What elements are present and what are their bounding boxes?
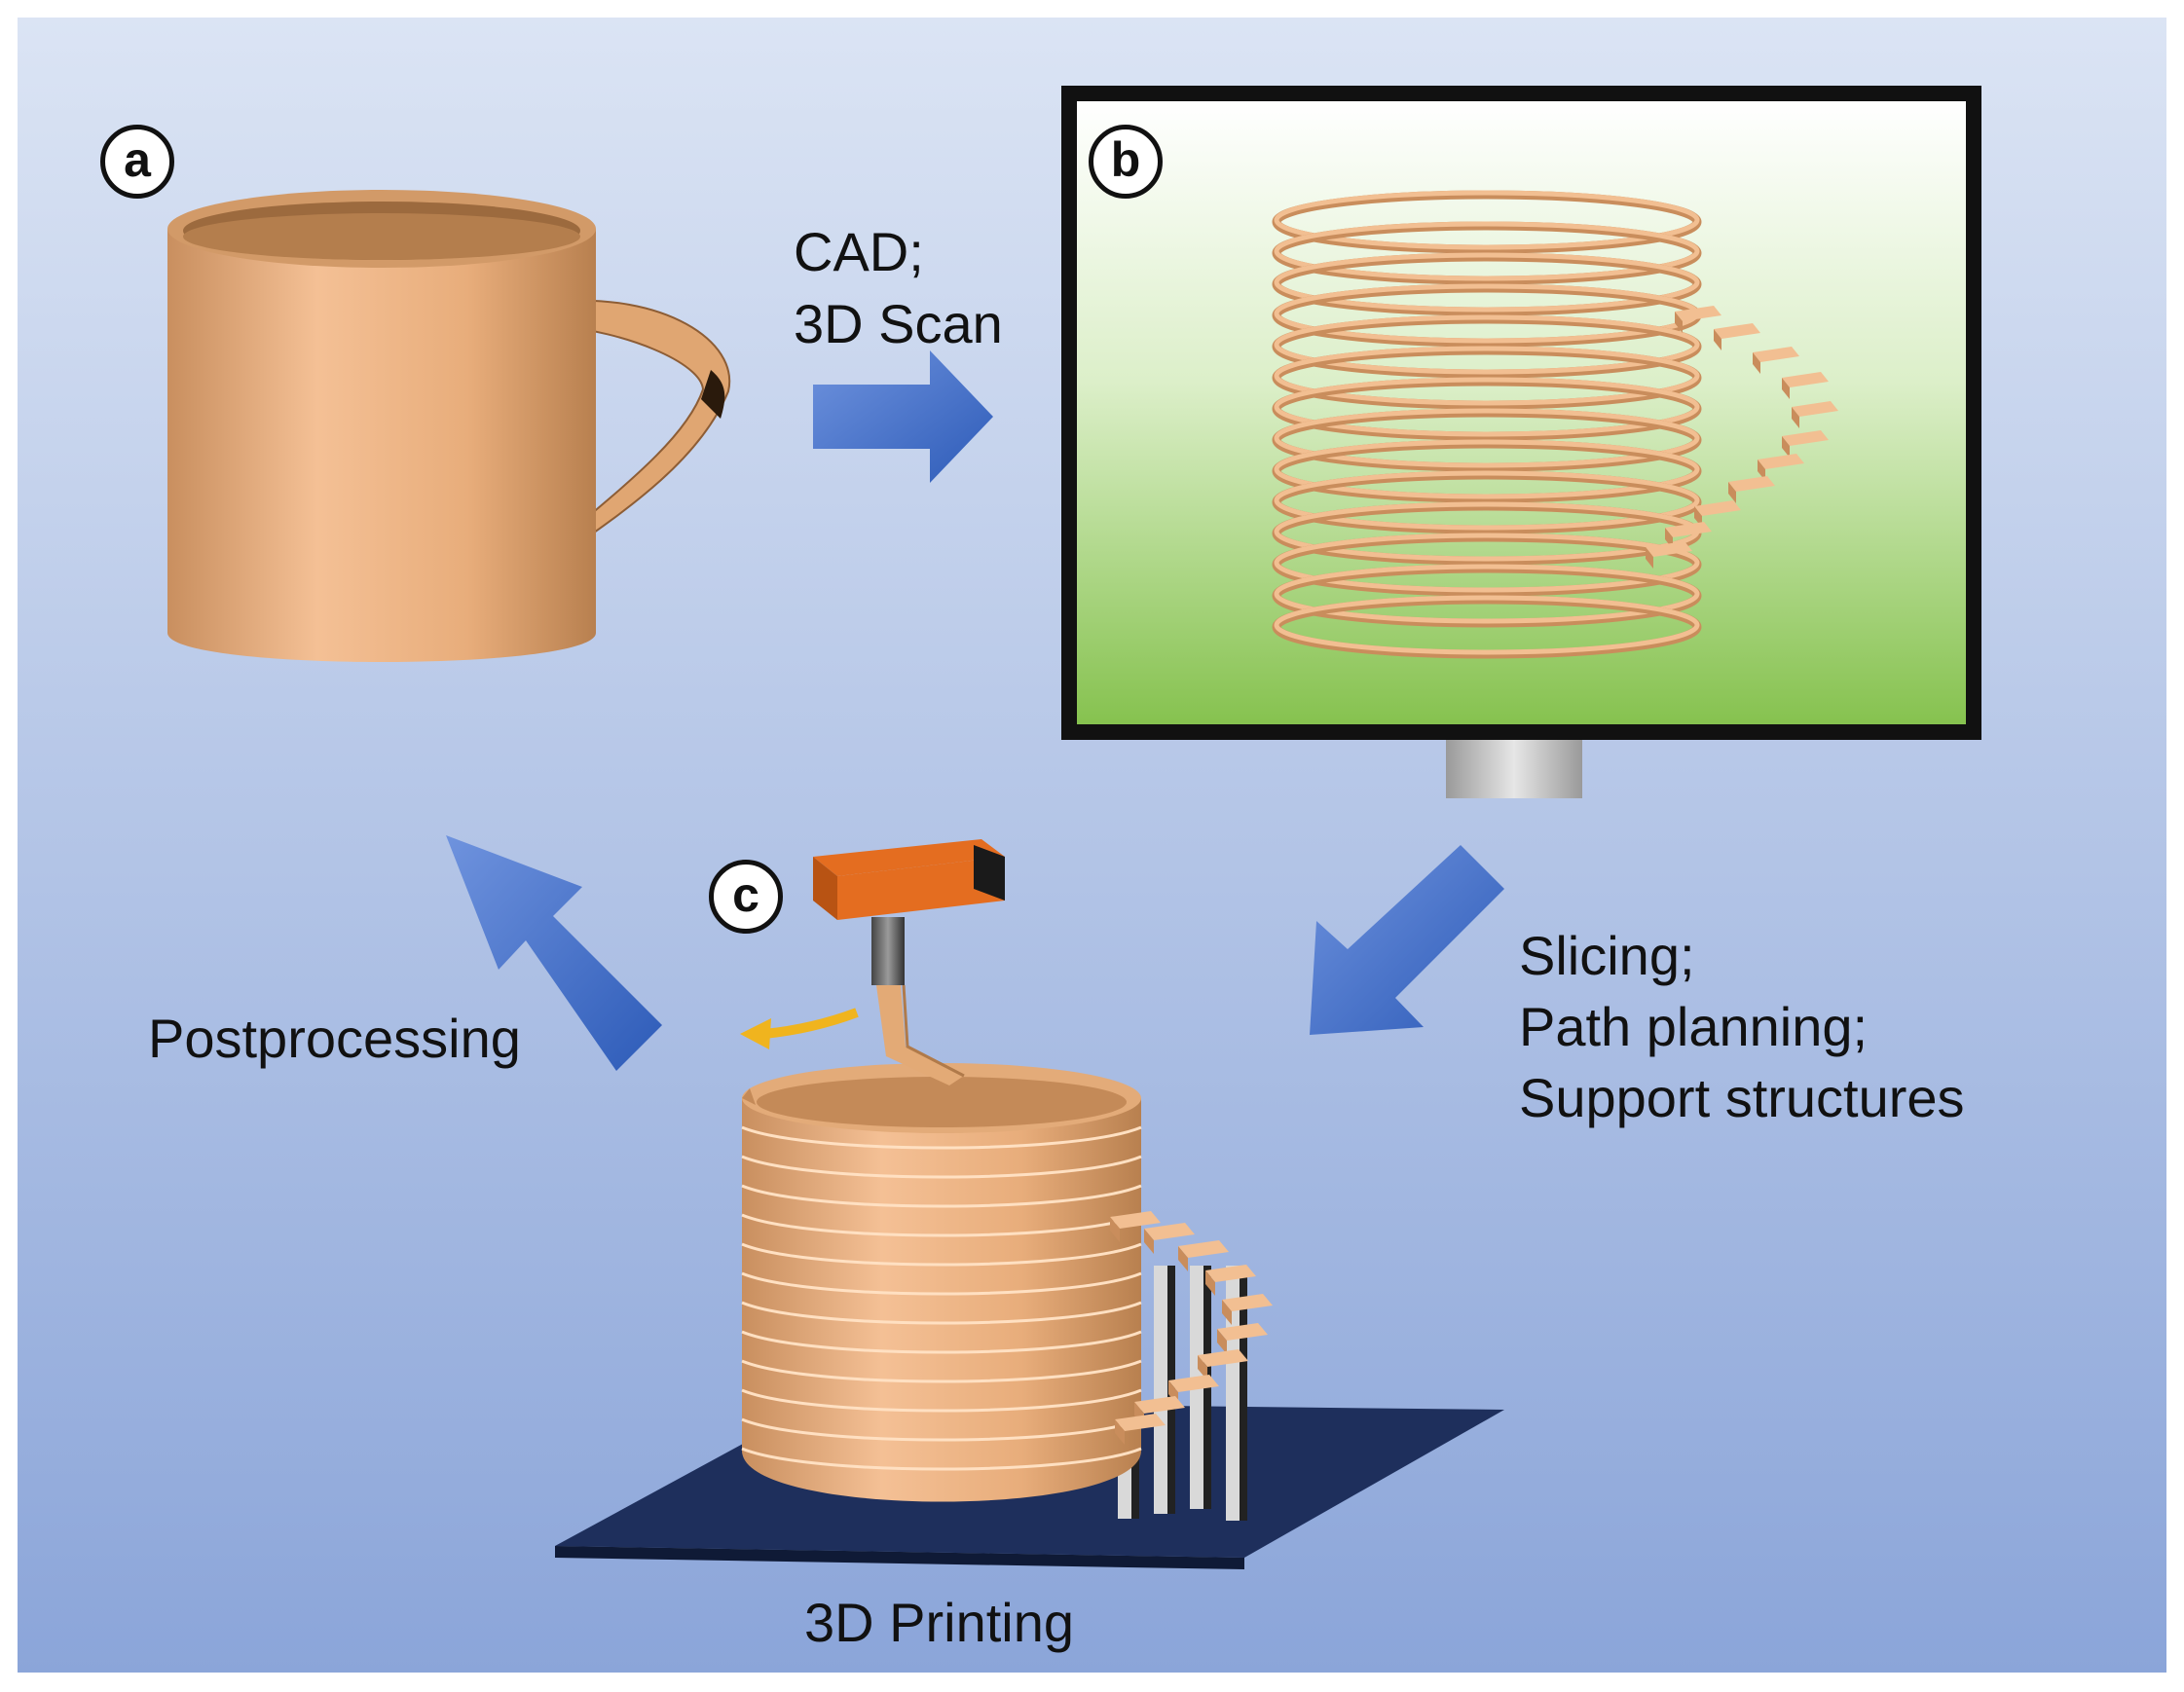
- step-label-postprocessing: Postprocessing: [148, 1008, 521, 1069]
- handle-block: [1665, 522, 1712, 537]
- slice-ring-highlight: [1274, 408, 1700, 468]
- handle-block-side: [1646, 547, 1653, 569]
- handle-block-side: [1753, 352, 1760, 374]
- solid-mug-icon: [167, 190, 731, 662]
- arrow-down-left-slicing: [1310, 845, 1504, 1035]
- printed-handle-block: [1115, 1414, 1166, 1431]
- handle-block: [1728, 476, 1775, 492]
- step-label-support-structures: Support structures: [1519, 1067, 1965, 1128]
- handle-block-side: [1728, 482, 1736, 503]
- printed-layer-line: [741, 1359, 1142, 1383]
- printed-mug-handle: [1110, 1211, 1273, 1445]
- arrow-up-left-postprocessing: [446, 835, 662, 1071]
- nozzle-head-top: [813, 839, 1005, 876]
- printed-layer-line: [741, 1125, 1142, 1150]
- printed-handle-block-side: [1198, 1355, 1207, 1380]
- 3d-printer-nozzle-icon: [555, 839, 1504, 1569]
- handle-block-side: [1792, 407, 1799, 428]
- monitor-stand: [1446, 740, 1582, 798]
- slice-ring-highlight: [1274, 252, 1700, 313]
- printed-handle-block: [1134, 1396, 1185, 1414]
- nozzle-head-front: [813, 857, 837, 920]
- step-label-path-planning: Path planning;: [1519, 996, 1869, 1057]
- printed-handle-block-side: [1217, 1329, 1227, 1354]
- handle-block-side: [1675, 312, 1683, 333]
- step-label-3d-scan: 3D Scan: [794, 293, 1003, 354]
- panel-badge-a: a: [100, 125, 174, 199]
- slice-ring-highlight: [1274, 595, 1700, 655]
- printed-mug-body: [742, 1098, 1141, 1502]
- printed-handle-block: [1222, 1294, 1273, 1311]
- printed-handle-block-side: [1115, 1419, 1125, 1445]
- motion-arrow-icon: [763, 1008, 859, 1039]
- printed-layer-line: [741, 1330, 1142, 1354]
- slice-ring-highlight: [1274, 221, 1700, 281]
- printed-layer-line: [741, 1417, 1142, 1442]
- handle-block-side: [1714, 329, 1721, 350]
- handle-block-side: [1782, 436, 1790, 458]
- handle-block: [1675, 306, 1721, 321]
- slice-ring-highlight: [1274, 190, 1700, 250]
- panel-badge-c: c: [709, 860, 783, 934]
- printed-handle-block-side: [1205, 1270, 1215, 1296]
- mug-body: [167, 229, 596, 662]
- handle-block: [1758, 454, 1804, 469]
- nozzle-barrel: [871, 917, 905, 985]
- handle-block: [1782, 372, 1829, 387]
- printed-handle-block: [1205, 1265, 1256, 1282]
- handle-block-side: [1782, 378, 1790, 399]
- printed-handle-block-side: [1144, 1229, 1154, 1254]
- printed-layer-line: [741, 1242, 1142, 1267]
- printed-handle-block: [1178, 1240, 1229, 1258]
- handle-block: [1694, 500, 1741, 516]
- extruded-filament: [876, 985, 964, 1085]
- handle-block: [1714, 323, 1760, 339]
- printed-handle-block-side: [1110, 1217, 1120, 1242]
- handle-block-side: [1758, 460, 1765, 481]
- slice-ring-highlight: [1274, 564, 1700, 624]
- slice-ring-highlight: [1274, 470, 1700, 531]
- step-label-cad: CAD;: [794, 221, 924, 282]
- printed-layer-line: [741, 1271, 1142, 1296]
- handle-block: [1646, 541, 1692, 557]
- step-label-slicing: Slicing;: [1519, 925, 1695, 986]
- printed-handle-block-side: [1222, 1300, 1232, 1325]
- handle-block-side: [1694, 506, 1702, 528]
- printed-handle-block: [1168, 1375, 1219, 1392]
- printed-handle-block: [1217, 1323, 1268, 1341]
- slice-ring-highlight: [1274, 346, 1700, 406]
- handle-block: [1782, 430, 1829, 446]
- printed-handle-block: [1198, 1349, 1248, 1367]
- handle-block: [1753, 347, 1799, 362]
- nozzle-head-side: [837, 857, 1005, 920]
- slice-ring-highlight: [1274, 439, 1700, 499]
- printed-layer-line: [741, 1184, 1142, 1208]
- slice-ring-highlight: [1274, 314, 1700, 375]
- printed-layer-line: [741, 1213, 1142, 1237]
- slice-ring-highlight: [1274, 377, 1700, 437]
- printed-layer-line: [741, 1388, 1142, 1413]
- slice-ring-highlight: [1274, 533, 1700, 593]
- printed-handle-block: [1110, 1211, 1161, 1229]
- printed-layer-lines: [741, 1125, 1142, 1471]
- printed-layer-line: [741, 1301, 1142, 1325]
- step-label-3d-printing: 3D Printing: [804, 1592, 1075, 1653]
- printed-layer-line: [741, 1155, 1142, 1179]
- panel-badge-b: b: [1089, 125, 1163, 199]
- handle-block: [1792, 401, 1838, 417]
- printed-handle-block: [1144, 1223, 1195, 1240]
- arrow-right-cad: [813, 350, 993, 483]
- printed-handle-block-side: [1178, 1246, 1188, 1271]
- sliced-mug-layers: [1272, 190, 1702, 659]
- sliced-mug-handle: [1646, 306, 1838, 569]
- printed-layer-line: [741, 1447, 1142, 1471]
